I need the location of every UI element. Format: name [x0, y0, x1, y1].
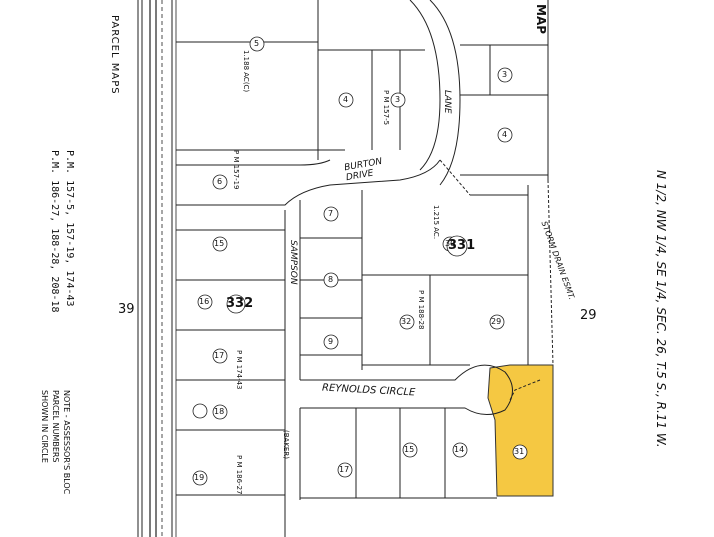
highlighted-parcel[interactable]: [487, 364, 554, 497]
sheet-number-left: 39: [118, 302, 135, 317]
sheet-number-right: 29: [580, 308, 597, 323]
parcel-circles: [192, 36, 528, 486]
block-331: 331: [448, 238, 476, 253]
parcel-9: 9: [328, 337, 334, 346]
parcel-29: 29: [491, 317, 502, 326]
parcel-32: 32: [401, 317, 412, 326]
sheet-title: N 1/2, NW 1/4, SE 1/4, SEC. 26, T.5 S., …: [654, 170, 668, 448]
map-ref: MAP: [534, 4, 548, 35]
parcel-17a: 17: [214, 351, 225, 360]
pm-186-27-label: P M 186-27: [235, 455, 243, 495]
parcel-14: 14: [454, 445, 465, 454]
pm-157-5-label: P M 157-5: [382, 90, 390, 126]
parcel-31: 31: [514, 447, 525, 456]
parcel-maps-label: PARCEL MAPS: [109, 15, 120, 95]
parcel-16: 16: [199, 297, 210, 306]
street-baker: (BAKER): [282, 430, 290, 459]
parcel-5: 5: [254, 39, 260, 48]
acreage-2: 1.215 AC.: [432, 205, 440, 240]
parcel-6: 6: [217, 177, 223, 186]
parcel-15b: 15: [404, 445, 415, 454]
note: NOTE - ASSESSOR'S BLOC PARCEL NUMBERS SH…: [40, 390, 71, 495]
parcel-7: 7: [328, 209, 334, 218]
pm-line-1: P.M. 157-5, 157-19, 174-43: [64, 150, 75, 307]
parcel-8: 8: [328, 275, 334, 284]
pm-157-19-label: P M 157-19: [232, 150, 240, 190]
parcel-3b: 3: [502, 70, 508, 79]
pm-174-43-label: P M 174-43: [235, 350, 243, 390]
pm-188-28-label: P M 188-28: [417, 290, 425, 330]
parcel-3: 3: [395, 95, 401, 104]
block-332: 332: [226, 296, 254, 311]
parcel-15: 15: [214, 239, 225, 248]
acreage-1: 1.188 AC(C): [242, 50, 250, 93]
parcel-4b: 4: [502, 130, 508, 139]
railroad-lines: [137, 0, 177, 537]
lane-road: [409, 0, 441, 171]
parcel-19: 19: [194, 473, 205, 482]
parcel-18a: 18: [214, 407, 225, 416]
parcel-30: 30: [445, 239, 456, 248]
parcel-17b: 17: [339, 465, 350, 474]
street-sampson: SAMPSON: [288, 240, 298, 285]
street-lane: LANE: [442, 90, 452, 114]
parcel-4a: 4: [343, 95, 349, 104]
parcel-boundaries: [176, 0, 554, 537]
pm-line-2: P.M. 186-27, 188-28, 208-18: [49, 150, 60, 313]
